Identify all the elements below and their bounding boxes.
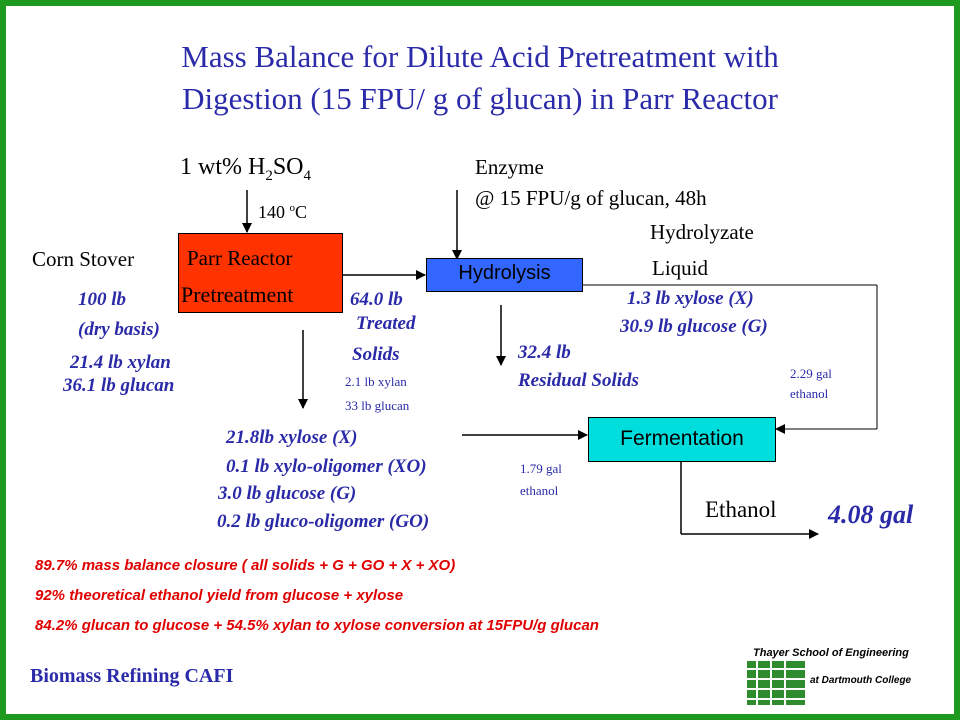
pretreatment-line-1: Parr Reactor [187,246,293,270]
prehydrolyzate-gluco-oligomer: 0.2 lb gluco-oligomer (GO) [217,511,430,532]
note-conversion: 84.2% glucan to glucose + 54.5% xylan to… [35,617,599,634]
hydrolyzate-label-1: Hydrolyzate [650,220,754,244]
feed-mass: 100 lb [78,289,127,310]
ethanol-label: Ethanol [705,497,777,522]
residual-solids-label: Residual Solids [518,370,639,391]
enzyme-dose-label: @ 15 FPU/g of glucan, 48h [475,186,707,210]
hydrolyzate-ethanol-2: ethanol [790,386,829,401]
feed-label: Corn Stover [32,247,135,271]
pretreatment-line-2: Pretreatment [181,282,294,307]
treated-solids-glucan: 33 lb glucan [345,398,410,413]
title-line-2: Digestion (15 FPU/ g of glucan) in Parr … [182,81,778,116]
logo-line-1: Thayer School of Engineering [753,647,909,659]
feed-glucan: 36.1 lb glucan [63,375,175,396]
treated-solids-label-2: Solids [352,344,400,365]
hydrolysis-box: Hydrolysis [426,258,583,292]
logo-line-2: at Dartmouth College [810,675,912,686]
pretreatment-box: Parr Reactor Pretreatment [178,233,343,313]
note-closure: 89.7% mass balance closure ( all solids … [35,557,456,574]
prehydrolyzate-ethanol-1: 1.79 gal [520,461,562,476]
residual-solids-mass: 32.4 lb [518,342,571,363]
prehydrolyzate-xylo-oligomer: 0.1 lb xylo-oligomer (XO) [226,456,427,477]
fermentation-box: Fermentation [588,417,776,462]
ethanol-total: 4.08 gal [828,500,914,529]
prehydrolyzate-ethanol-2: ethanol [520,483,559,498]
prehydrolyzate-xylose: 21.8lb xylose (X) [226,427,358,448]
note-yield: 92% theoretical ethanol yield from gluco… [35,587,404,604]
acid-label: 1 wt% H2SO4 [180,154,312,184]
treated-solids-mass: 64.0 lb [350,289,403,310]
footer-left: Biomass Refining CAFI [30,665,234,687]
treated-solids-xylan: 2.1 lb xylan [345,374,407,389]
hydrolyzate-xylose: 1.3 lb xylose (X) [627,288,754,309]
hydrolyzate-label-2: Liquid [652,256,708,280]
prehydrolyzate-glucose: 3.0 lb glucose (G) [218,483,357,504]
feed-basis: (dry basis) [78,319,160,340]
enzyme-label: Enzyme [475,155,544,179]
hydrolysis-label: Hydrolysis [458,262,551,284]
hydrolyzate-glucose: 30.9 lb glucose (G) [620,316,768,337]
treated-solids-label-1: Treated [356,313,416,334]
logo-graphic [747,661,805,705]
title-line-1: Mass Balance for Dilute Acid Pretreatmen… [181,39,779,74]
fermentation-label: Fermentation [620,427,744,450]
feed-xylan: 21.4 lb xylan [70,352,171,373]
thayer-logo: Thayer School of Engineering at Dartmout… [745,645,945,707]
temperature-label: 140 oC [258,202,308,222]
hydrolyzate-ethanol-1: 2.29 gal [790,366,832,381]
